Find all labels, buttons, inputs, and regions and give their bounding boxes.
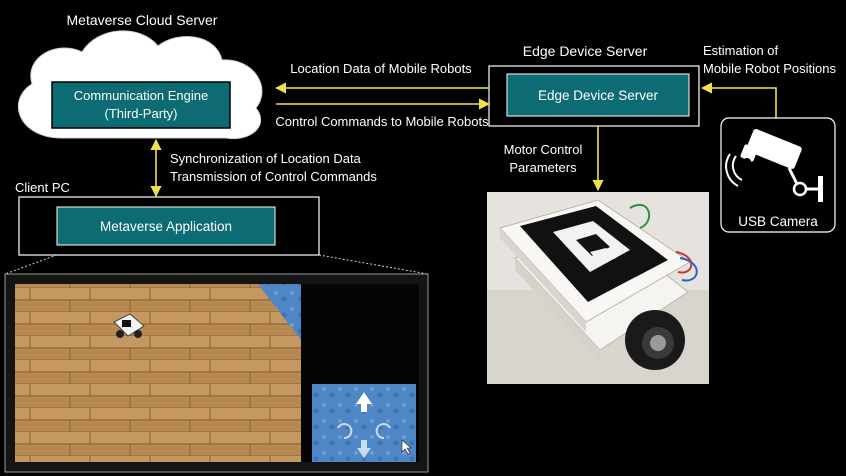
- cursor-icon: [401, 439, 412, 455]
- motor-control-label-line2: Parameters: [509, 160, 577, 175]
- client-pc-title: Client PC: [15, 180, 70, 195]
- metaverse-application-box: [56, 206, 276, 246]
- robot-photo: [487, 192, 709, 384]
- usb-camera-label: USB Camera: [738, 214, 818, 229]
- client-pc-outline: [18, 196, 320, 256]
- estimation-label-line1: Estimation of: [703, 43, 779, 58]
- rotate-left-icon[interactable]: [337, 423, 353, 440]
- estimation-label-line2: Mobile Robot Positions: [703, 61, 836, 76]
- motor-control-label-line1: Motor Control: [504, 142, 583, 157]
- control-pad[interactable]: [312, 384, 416, 462]
- communication-engine-box: [51, 81, 231, 129]
- location-data-label: Location Data of Mobile Robots: [290, 61, 472, 76]
- synchronization-label-line1: Synchronization of Location Data: [170, 151, 362, 166]
- edge-server-outline: [488, 65, 700, 127]
- zoom-line-right: [318, 254, 429, 275]
- metaverse-app-screenshot: [4, 273, 429, 473]
- zoom-line-left: [4, 254, 58, 275]
- control-commands-label: Control Commands to Mobile Robots: [275, 114, 489, 129]
- communication-engine-sublabel: (Third-Party): [105, 106, 178, 121]
- arrow-down-icon[interactable]: [357, 440, 371, 458]
- communication-engine-label: Communication Engine: [74, 88, 208, 103]
- camera-icon: [725, 129, 823, 202]
- rotate-right-icon[interactable]: [375, 423, 391, 440]
- edge-server-title: Edge Device Server: [523, 43, 648, 59]
- synchronization-label-line2: Transmission of Control Commands: [170, 169, 377, 184]
- arrow-up-icon[interactable]: [356, 392, 372, 412]
- metaverse-application-label: Metaverse Application: [100, 219, 232, 234]
- cloud-server-title: Metaverse Cloud Server: [67, 12, 218, 28]
- estimation-arrow: [700, 82, 777, 118]
- edge-server-box: [506, 73, 690, 117]
- edge-server-label: Edge Device Server: [538, 88, 659, 103]
- virtual-robot: [113, 313, 145, 338]
